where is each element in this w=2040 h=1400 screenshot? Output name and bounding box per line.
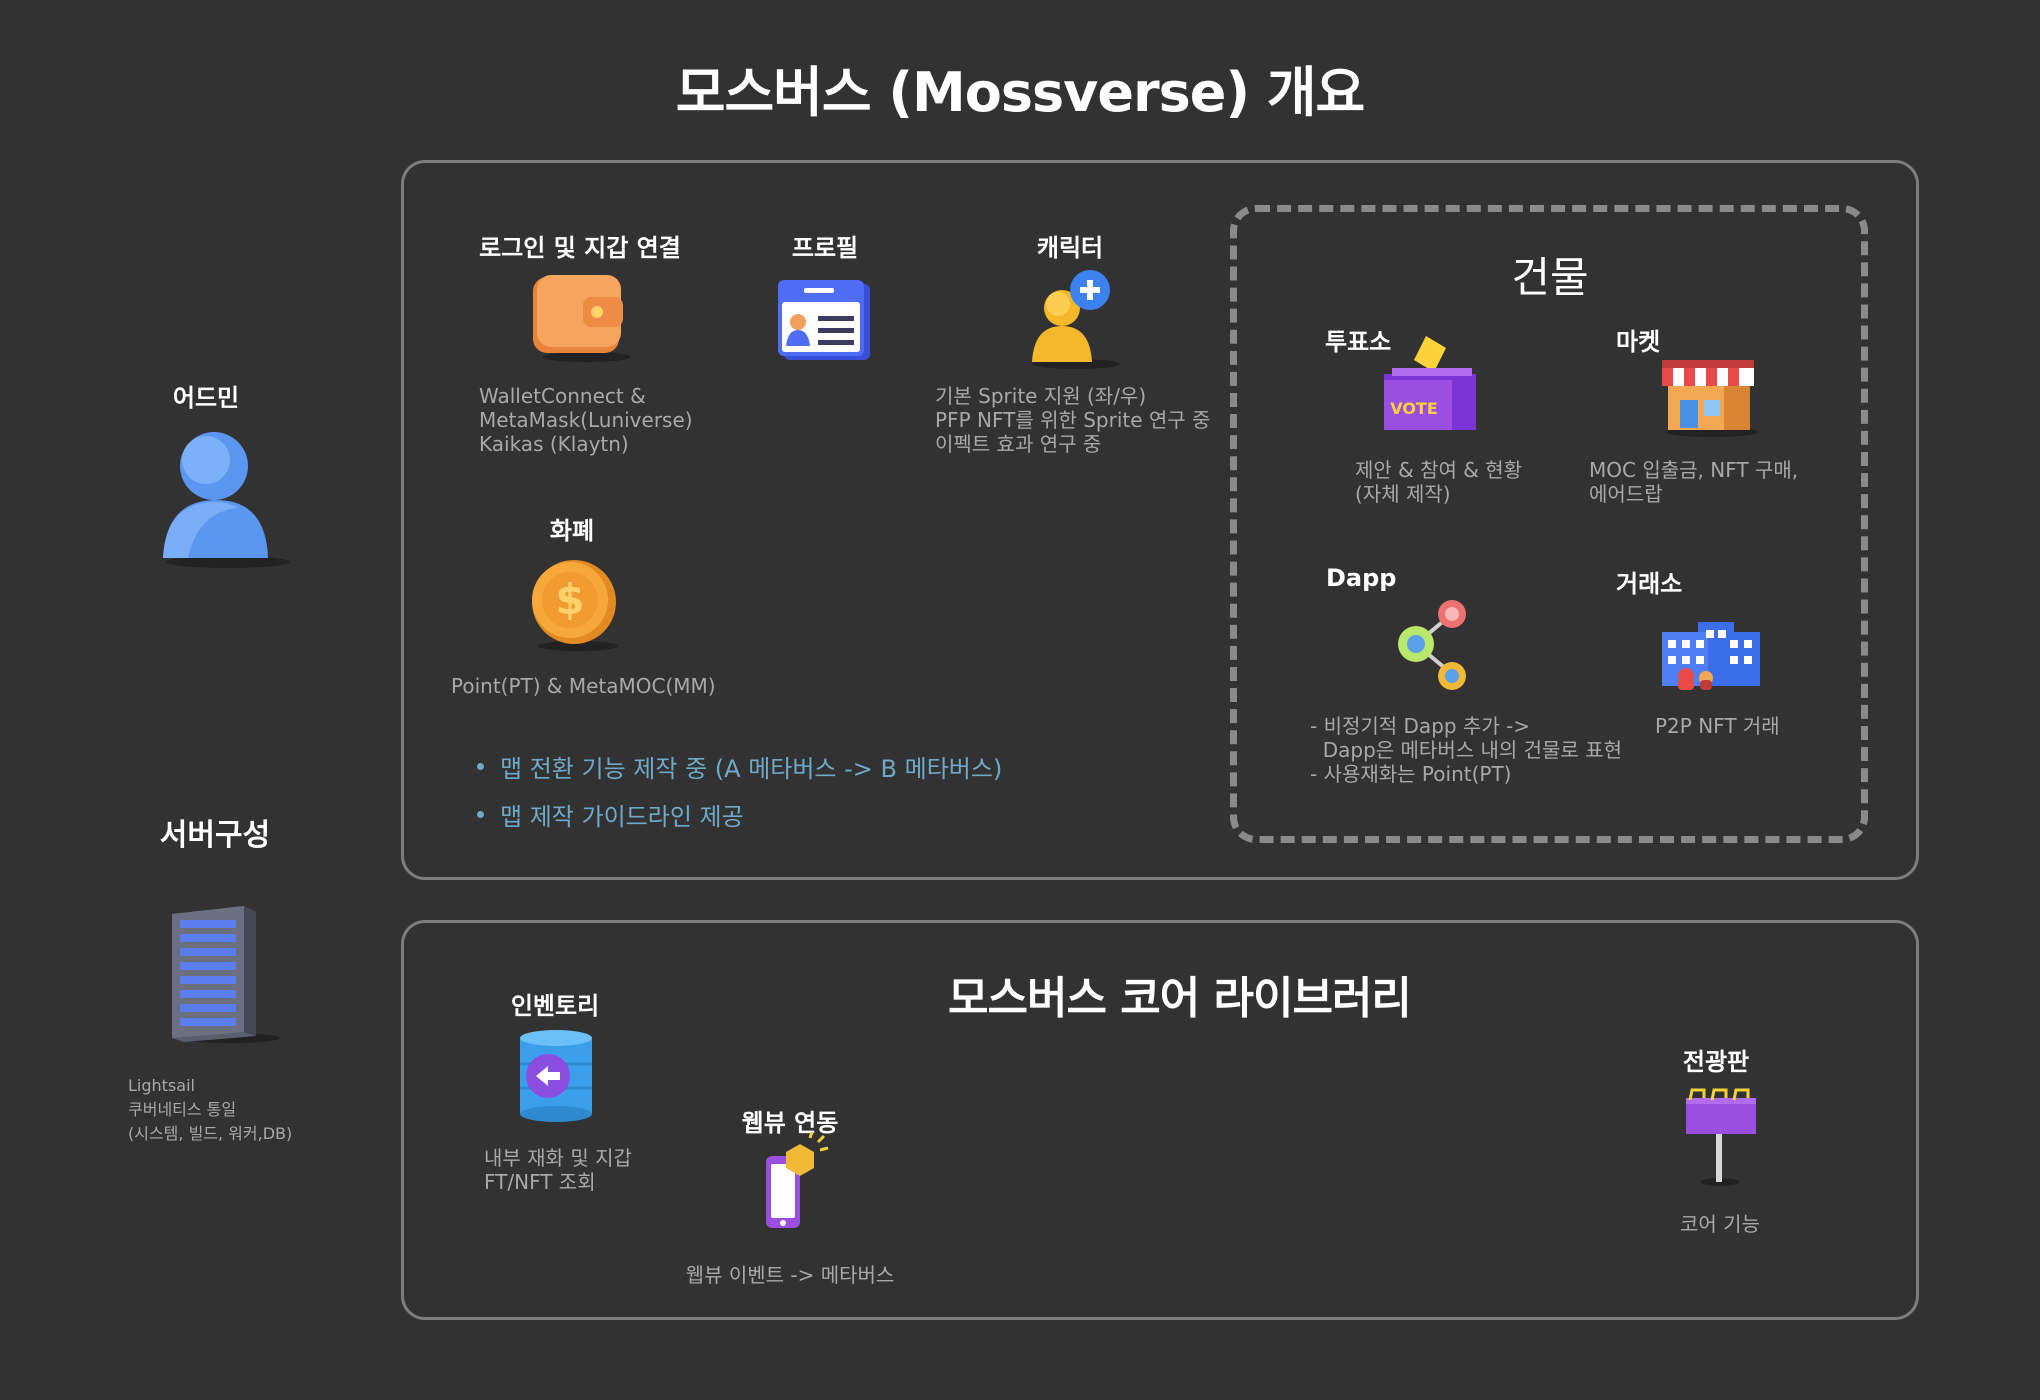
currency-desc: Point(PT) & MetaMOC(MM) bbox=[451, 674, 716, 698]
vote-desc: 제안 & 참여 & 현황 (자체 제작) bbox=[1355, 458, 1522, 506]
network-nodes-icon bbox=[1396, 596, 1486, 696]
currency-label: 화폐 bbox=[512, 511, 632, 546]
market-label: 마켓 bbox=[1616, 322, 1660, 357]
character-label: 캐릭터 bbox=[1010, 228, 1130, 263]
core-title: 모스버스 코어 라이브러리 bbox=[948, 962, 1411, 1026]
phone-icon bbox=[764, 1136, 834, 1236]
character-add-icon bbox=[1030, 270, 1140, 370]
login-desc: WalletConnect & MetaMask(Luniverse) Kaik… bbox=[479, 384, 693, 456]
building-title: 건물 bbox=[1450, 244, 1650, 305]
market-desc: MOC 입출금, NFT 구매, 에어드랍 bbox=[1589, 458, 1798, 506]
dapp-label: Dapp bbox=[1326, 564, 1396, 592]
svg-text:$: $ bbox=[555, 575, 584, 624]
billboard-desc: 코어 기능 bbox=[1620, 1212, 1820, 1236]
webview-desc: 웹뷰 이벤트 -> 메타버스 bbox=[680, 1263, 900, 1287]
billboard-label: 전광판 bbox=[1656, 1042, 1776, 1077]
server-label: 서버구성 bbox=[135, 810, 295, 854]
profile-label: 프로필 bbox=[765, 228, 885, 263]
database-icon bbox=[518, 1028, 598, 1124]
dapp-desc: - 비정기적 Dapp 추가 -> Dapp은 메타버스 내의 건물로 표현 -… bbox=[1310, 714, 1622, 786]
svg-text:VOTE: VOTE bbox=[1390, 399, 1438, 418]
vote-box-icon: VOTE bbox=[1382, 336, 1482, 436]
id-card-icon bbox=[778, 280, 870, 362]
exchange-desc: P2P NFT 거래 bbox=[1655, 714, 1780, 738]
character-desc: 기본 Sprite 지원 (좌/우) PFP NFT를 위한 Sprite 연구… bbox=[935, 384, 1210, 456]
bullet-item: 맵 전환 기능 제작 중 (A 메타버스 -> B 메타버스) bbox=[477, 742, 1002, 790]
inventory-desc: 내부 재화 및 지갑 FT/NFT 조회 bbox=[484, 1146, 632, 1194]
billboard-icon bbox=[1684, 1088, 1760, 1188]
wallet-icon bbox=[533, 273, 633, 363]
person-icon bbox=[158, 430, 288, 570]
office-building-icon bbox=[1662, 606, 1762, 692]
shop-icon bbox=[1662, 356, 1762, 436]
login-label: 로그인 및 지갑 연결 bbox=[460, 228, 700, 263]
main-bullets: 맵 전환 기능 제작 중 (A 메타버스 -> B 메타버스) 맵 제작 가이드… bbox=[477, 742, 1002, 838]
exchange-label: 거래소 bbox=[1616, 564, 1682, 599]
inventory-label: 인벤토리 bbox=[495, 986, 615, 1021]
server-rack-icon bbox=[172, 904, 282, 1044]
page-title: 모스버스 (Mossverse) 개요 bbox=[0, 48, 2040, 127]
admin-label: 어드민 bbox=[150, 378, 262, 413]
webview-label: 웹뷰 연동 bbox=[730, 1103, 850, 1138]
server-desc: Lightsail 쿠버네티스 통일 (시스템, 빌드, 워커,DB) bbox=[128, 1074, 292, 1146]
coin-icon: $ bbox=[530, 558, 630, 652]
bullet-item: 맵 제작 가이드라인 제공 bbox=[477, 790, 1002, 838]
